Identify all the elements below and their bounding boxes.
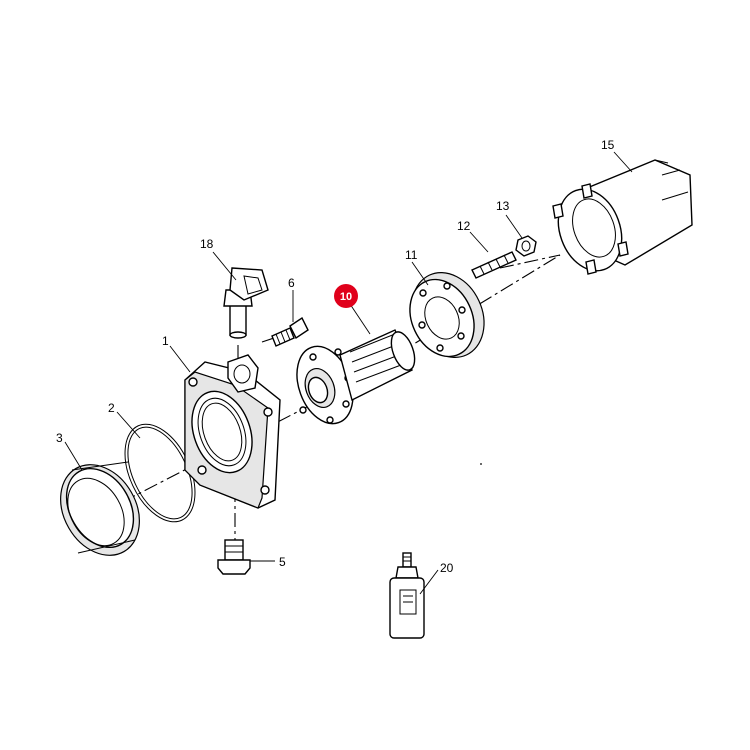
part-6-bolt xyxy=(271,316,309,347)
part-15-socket-tool xyxy=(552,159,693,275)
part-1-housing xyxy=(184,354,281,509)
callout-11: 11 xyxy=(405,248,418,262)
callout-3: 3 xyxy=(56,431,63,445)
callout-18: 18 xyxy=(200,237,214,251)
part-12-stud xyxy=(471,251,517,279)
leader-lines xyxy=(64,151,633,595)
callout-5: 5 xyxy=(279,555,286,569)
part-18-sensor xyxy=(223,267,269,339)
callout-20: 20 xyxy=(440,561,454,575)
callout-6: 6 xyxy=(288,276,295,290)
callout-2: 2 xyxy=(108,401,115,415)
part-13-nut xyxy=(515,235,537,257)
callout-12: 12 xyxy=(457,219,471,233)
callout-13: 13 xyxy=(496,199,510,213)
callout-1: 1 xyxy=(162,334,169,348)
callout-15: 15 xyxy=(601,138,615,152)
callout-labels: 3 2 1 6 18 5 11 12 13 15 20 10 xyxy=(56,138,615,575)
part-20-bottle xyxy=(389,552,425,639)
callout-10-marker xyxy=(334,284,358,308)
stray-dot xyxy=(480,463,482,465)
part-3-ring xyxy=(60,461,140,556)
callout-10: 10 xyxy=(340,291,352,303)
part-10-shaft xyxy=(296,329,416,425)
part-11-flange-ring xyxy=(409,272,485,358)
part-5-plug xyxy=(217,539,251,575)
